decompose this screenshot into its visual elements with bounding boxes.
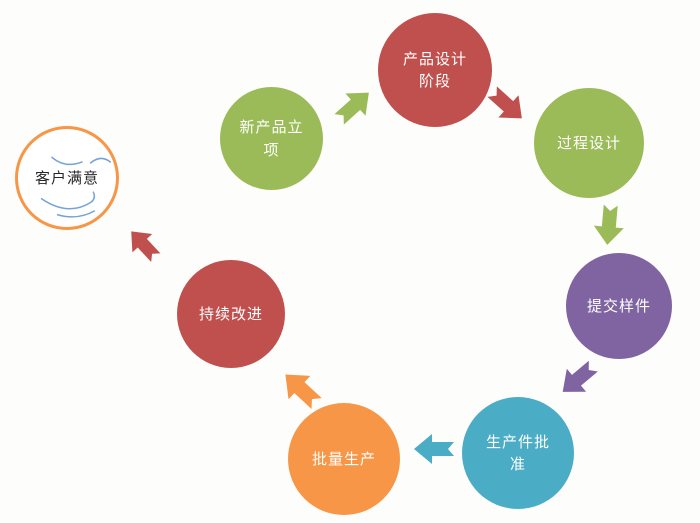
node-label: 过程设计: [557, 132, 621, 155]
label-line: 提交样件: [586, 296, 651, 315]
node-label: 新产品立项: [239, 116, 303, 161]
arrow-submit-samples-to-part-approval-icon: [553, 355, 603, 404]
node-mass-production: 批量生产: [288, 403, 400, 515]
node-production-part-approval: 生产件批准: [462, 397, 574, 509]
arrow-process-design-to-submit-samples-icon: [592, 204, 625, 246]
label-line: 持续改进: [198, 304, 263, 323]
arrow-new-product-to-product-design-icon: [329, 81, 379, 130]
arrow-product-design-to-process-design-icon: [482, 80, 532, 129]
node-customer-satisfaction: 客户满意: [15, 126, 119, 230]
node-submit-samples: 提交样件: [566, 253, 672, 359]
label-line: 新产品立: [239, 118, 304, 136]
label-line: 生产件批: [485, 432, 550, 451]
node-label: 产品设计阶段: [403, 48, 467, 93]
arrow-improvement-to-customer-satisfaction-icon: [121, 222, 166, 267]
node-label: 提交样件: [587, 295, 651, 318]
label-line: 产品设计: [402, 49, 467, 68]
node-label: 生产件批准: [486, 431, 550, 476]
label-line: 项: [263, 140, 280, 159]
label-line: 批量生产: [311, 449, 376, 468]
node-continuous-improvement: 持续改进: [177, 260, 285, 368]
label-line: 阶段: [418, 72, 451, 90]
arrow-part-approval-to-mass-production-icon: [414, 433, 454, 465]
node-label: 客户满意: [35, 167, 99, 190]
node-process-design: 过程设计: [534, 88, 644, 198]
arrow-mass-production-to-improvement-icon: [273, 362, 328, 417]
label-line: 过程设计: [556, 133, 621, 152]
node-product-design-stage: 产品设计阶段: [378, 13, 492, 127]
label-line: 客户满意: [34, 168, 99, 187]
node-label: 持续改进: [199, 303, 263, 326]
node-label: 批量生产: [312, 448, 376, 471]
node-new-product-initiation: 新产品立项: [220, 87, 323, 190]
label-line: 准: [509, 455, 526, 473]
